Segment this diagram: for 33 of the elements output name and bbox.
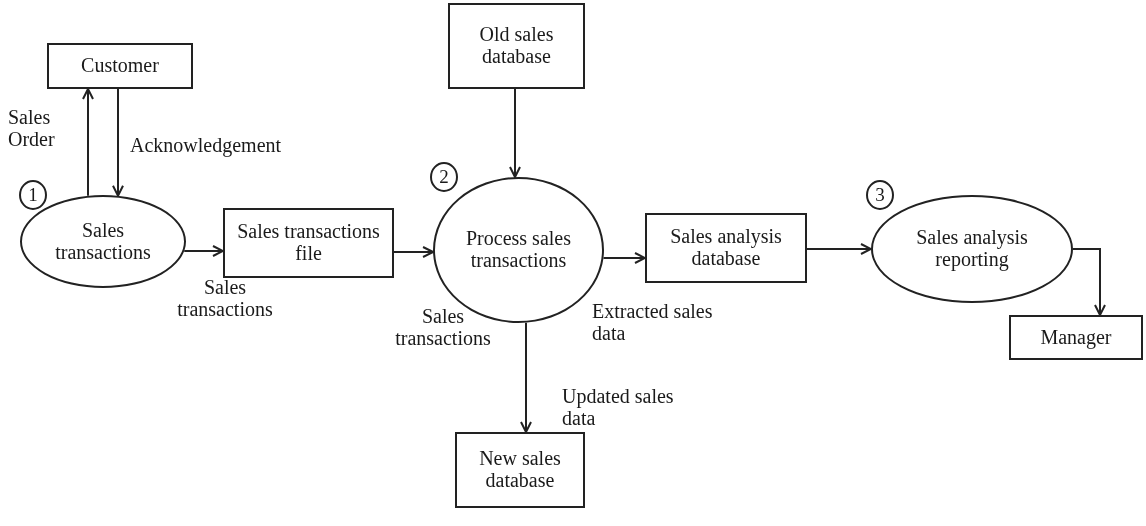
node-label: Process sales transactions [465, 228, 572, 272]
edge-label: Sales transactions [394, 305, 492, 350]
arrow [806, 243, 872, 255]
node-label: Manager [1040, 326, 1112, 349]
edge-label: Sales Order [8, 106, 56, 151]
edge-label: Acknowledgement [130, 134, 283, 157]
entity-box [645, 213, 807, 283]
entity-box [455, 432, 585, 508]
node-label: Old sales database [478, 24, 555, 68]
node-label: New sales database [478, 448, 562, 492]
node-label: Sales transactions [54, 219, 152, 264]
edge-label: Extracted sales data [592, 300, 714, 345]
node-label: Sales analysis reporting [915, 227, 1029, 271]
callout-number: 1 [19, 180, 47, 210]
arrow [602, 252, 646, 264]
edge-label: Updated sales data [562, 385, 675, 430]
node-label: Sales analysis database [669, 226, 783, 270]
arrow [393, 246, 435, 258]
entity-box [1009, 315, 1143, 360]
arrow [509, 88, 521, 179]
arrow [183, 245, 224, 257]
callout-number: 2 [430, 162, 458, 192]
node-label: Sales transactions file [236, 221, 381, 265]
arrow [520, 321, 532, 433]
callout-number: 3 [866, 180, 894, 210]
entity-box [448, 3, 585, 89]
entity-box [47, 43, 193, 89]
arrow [112, 88, 124, 197]
arrow [1072, 248, 1106, 316]
edge-label: Sales transactions [176, 276, 274, 321]
node-label: Customer [81, 55, 159, 77]
arrow [82, 88, 94, 197]
entity-box [223, 208, 394, 278]
